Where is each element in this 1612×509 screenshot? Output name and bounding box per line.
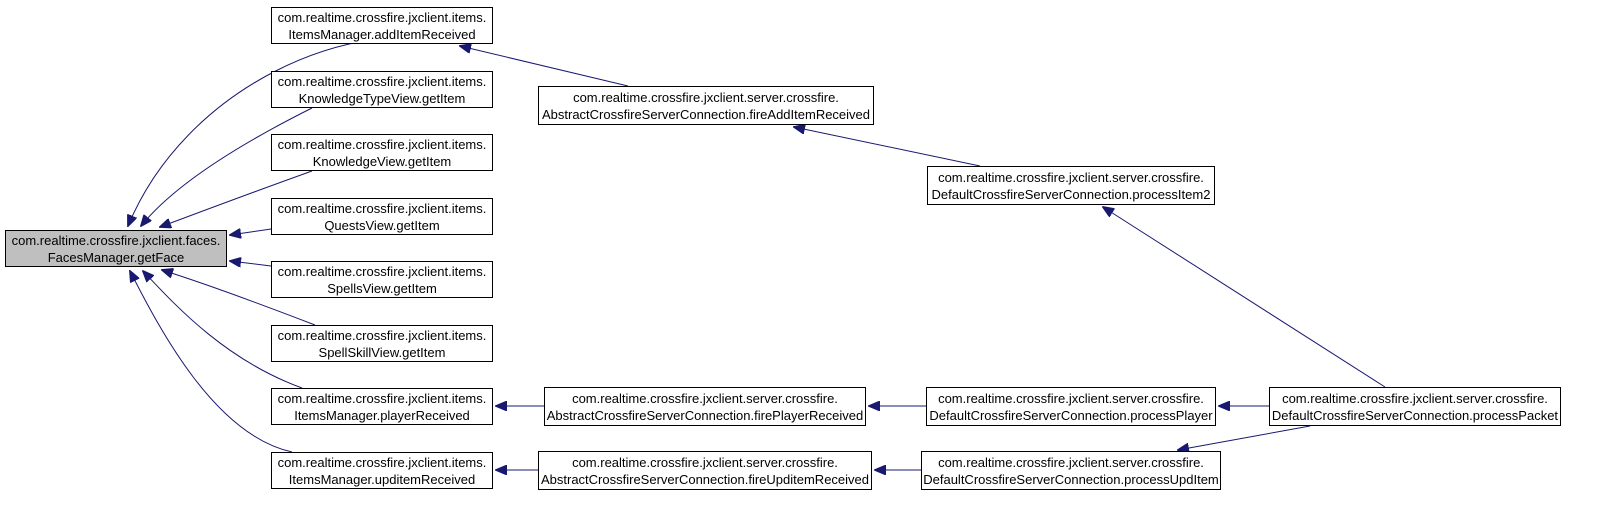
node-line1: com.realtime.crossfire.jxclient.items. (277, 200, 487, 216)
node-line1: com.realtime.crossfire.jxclient.items. (277, 327, 487, 343)
node-line1: com.realtime.crossfire.jxclient.items. (277, 454, 487, 470)
call-edges (128, 36, 1386, 470)
node-line2: SpellsView.getItem (327, 280, 437, 296)
node-process-item2[interactable]: com.realtime.crossfire.jxclient.server.c… (927, 166, 1215, 205)
node-line2: DefaultCrossfireServerConnection.process… (929, 407, 1213, 423)
node-line2: KnowledgeTypeView.getItem (298, 90, 466, 106)
node-line1: com.realtime.crossfire.jxclient.items. (277, 390, 487, 406)
node-spell-skill-view-get-item[interactable]: com.realtime.crossfire.jxclient.items. S… (271, 325, 493, 362)
node-items-manager-add-item-received[interactable]: com.realtime.crossfire.jxclient.items. I… (271, 7, 493, 44)
node-process-packet[interactable]: com.realtime.crossfire.jxclient.server.c… (1269, 387, 1561, 426)
node-fire-upditem-received[interactable]: com.realtime.crossfire.jxclient.server.c… (538, 451, 872, 490)
node-quests-view-get-item[interactable]: com.realtime.crossfire.jxclient.items. Q… (271, 198, 493, 235)
node-line1: com.realtime.crossfire.jxclient.server.c… (938, 169, 1204, 185)
node-line1: com.realtime.crossfire.jxclient.items. (277, 263, 487, 279)
edge-ssk-to-get-face (162, 270, 316, 326)
node-line1: com.realtime.crossfire.jxclient.server.c… (1282, 390, 1548, 406)
node-items-manager-upditem-received[interactable]: com.realtime.crossfire.jxclient.items. I… (271, 452, 493, 489)
edge-packet-to-proc-upd (1178, 425, 1311, 450)
node-line1: com.realtime.crossfire.jxclient.server.c… (572, 454, 838, 470)
node-line1: com.realtime.crossfire.jxclient.server.c… (573, 89, 839, 105)
edge-upditem-to-get-face (130, 271, 293, 453)
edge-item2-to-fire-add (794, 127, 981, 167)
edge-ktv-to-get-face (141, 107, 313, 226)
node-line2: DefaultCrossfireServerConnection.process… (1271, 407, 1559, 423)
node-line2: ItemsManager.addItemReceived (288, 26, 476, 42)
node-knowledge-type-view-get-item[interactable]: com.realtime.crossfire.jxclient.items. K… (271, 71, 493, 108)
edge-packet-to-item2 (1103, 207, 1386, 388)
node-line1: com.realtime.crossfire.jxclient.server.c… (572, 390, 838, 406)
node-line2: SpellSkillView.getItem (318, 344, 446, 360)
node-line2: AbstractCrossfireServerConnection.firePl… (546, 407, 864, 423)
node-fire-add-item-received[interactable]: com.realtime.crossfire.jxclient.server.c… (538, 86, 874, 125)
node-line1: com.realtime.crossfire.jxclient.items. (277, 9, 487, 25)
node-line2: DefaultCrossfireServerConnection.process… (931, 186, 1211, 202)
node-line1: com.realtime.crossfire.jxclient.faces. (11, 232, 221, 248)
node-knowledge-view-get-item[interactable]: com.realtime.crossfire.jxclient.items. K… (271, 134, 493, 171)
node-line2: AbstractCrossfireServerConnection.fireUp… (540, 471, 870, 487)
node-line2: ItemsManager.playerReceived (294, 407, 470, 423)
edge-player-to-get-face (143, 271, 303, 389)
node-line2: KnowledgeView.getItem (312, 153, 452, 169)
node-line1: com.realtime.crossfire.jxclient.items. (277, 136, 487, 152)
edge-sv-to-get-face (230, 261, 272, 266)
node-process-player[interactable]: com.realtime.crossfire.jxclient.server.c… (926, 387, 1216, 426)
node-line1: com.realtime.crossfire.jxclient.server.c… (938, 454, 1204, 470)
node-spells-view-get-item[interactable]: com.realtime.crossfire.jxclient.items. S… (271, 261, 493, 298)
edge-fire-add-to-add-item (460, 46, 629, 87)
node-line2: DefaultCrossfireServerConnection.process… (923, 471, 1219, 487)
node-line2: QuestsView.getItem (324, 217, 440, 233)
node-faces-manager-get-face: com.realtime.crossfire.jxclient.faces. F… (5, 230, 227, 267)
node-line1: com.realtime.crossfire.jxclient.items. (277, 73, 487, 89)
edge-qv-to-get-face (230, 229, 272, 235)
node-process-upd-item[interactable]: com.realtime.crossfire.jxclient.server.c… (921, 451, 1221, 490)
node-fire-player-received[interactable]: com.realtime.crossfire.jxclient.server.c… (544, 387, 866, 426)
node-line1: com.realtime.crossfire.jxclient.server.c… (938, 390, 1204, 406)
node-items-manager-player-received[interactable]: com.realtime.crossfire.jxclient.items. I… (271, 388, 493, 425)
edge-kv-to-get-face (160, 170, 313, 227)
node-line2: AbstractCrossfireServerConnection.fireAd… (541, 106, 871, 122)
node-line2: ItemsManager.upditemReceived (288, 471, 476, 487)
node-line2: FacesManager.getFace (47, 249, 185, 265)
